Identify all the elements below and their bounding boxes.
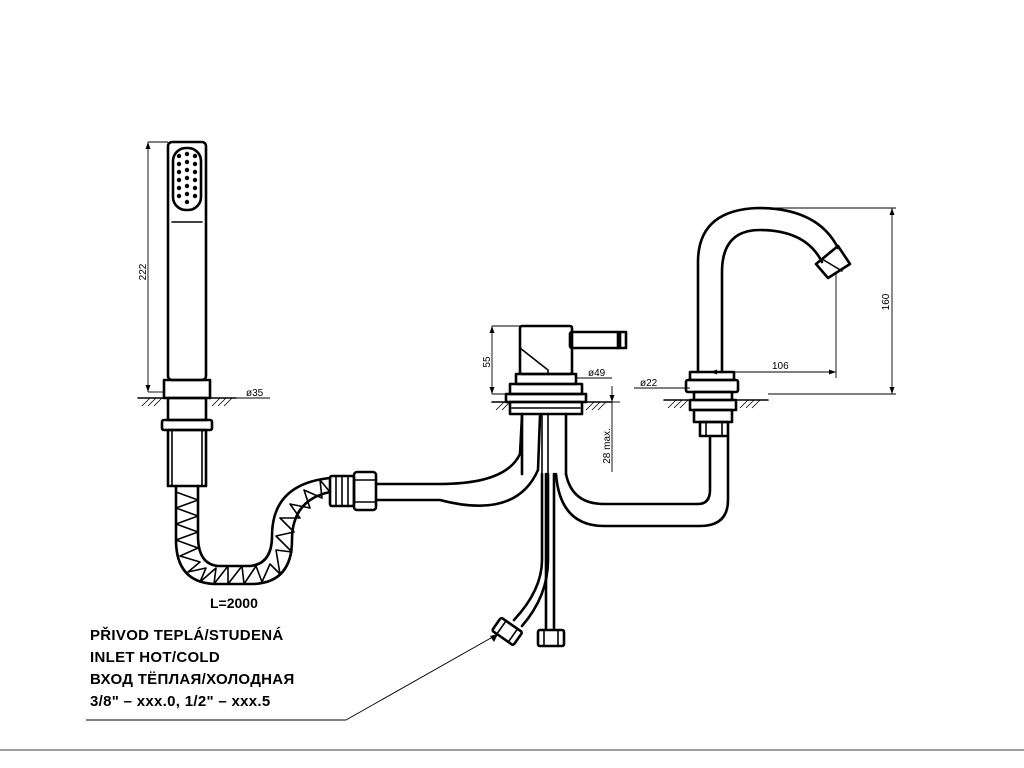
dim-spout-base-diameter: ø22: [634, 378, 690, 389]
dim-106-label: 106: [772, 361, 789, 372]
spout: [684, 206, 852, 438]
flexible-hose: [174, 414, 542, 586]
dim-handshower-height: 222: [138, 141, 168, 393]
spout-nozzle: [814, 244, 852, 280]
inlet-note-line4: 3/8" – xxx.0, 1/2" – xxx.5: [90, 693, 271, 710]
leader-line: [345, 633, 499, 721]
dim-222-label: 222: [138, 263, 149, 280]
shower-head: [171, 146, 203, 212]
hose-length-label: L=2000: [210, 595, 258, 611]
dim-d35-label: ø35: [246, 388, 264, 399]
inlet-fitting-left: [491, 616, 523, 646]
deck-right: [663, 399, 769, 409]
inlet-hoses: [491, 472, 566, 648]
dim-mixer-diameter: ø49: [576, 368, 612, 379]
leader-arrowhead: [490, 634, 498, 642]
dim-spout-height: 160: [768, 207, 896, 395]
dim-28max-label: 28 max.: [602, 428, 613, 464]
dim-spout-reach: 106: [710, 274, 837, 378]
dim-d49-label: ø49: [588, 368, 606, 379]
dim-160-label: 160: [881, 293, 892, 310]
inlet-note-line2: INLET HOT/COLD: [90, 649, 220, 666]
dim-mixer-height: 55: [482, 325, 520, 395]
dim-base-diameter-left: ø35: [210, 388, 270, 399]
dim-d22-label: ø22: [640, 378, 658, 389]
inlet-note-line1: PŘIVOD TEPLÁ/STUDENÁ: [90, 626, 284, 644]
inlet-fitting-right: [536, 628, 566, 648]
dim-55-label: 55: [482, 356, 493, 368]
dim-deck-thickness: 28 max.: [602, 386, 620, 472]
mixer-body: [504, 324, 628, 476]
inlet-note-line3: ВХОД ТЁПЛАЯ/ХОЛОДНАЯ: [90, 671, 295, 688]
connecting-pipe: [554, 434, 730, 528]
deck-center: [491, 401, 613, 411]
inlet-note: PŘIVOD TEPLÁ/STUDENÁ INLET HOT/COLD ВХОД…: [86, 626, 499, 721]
hand-shower: [160, 140, 214, 488]
